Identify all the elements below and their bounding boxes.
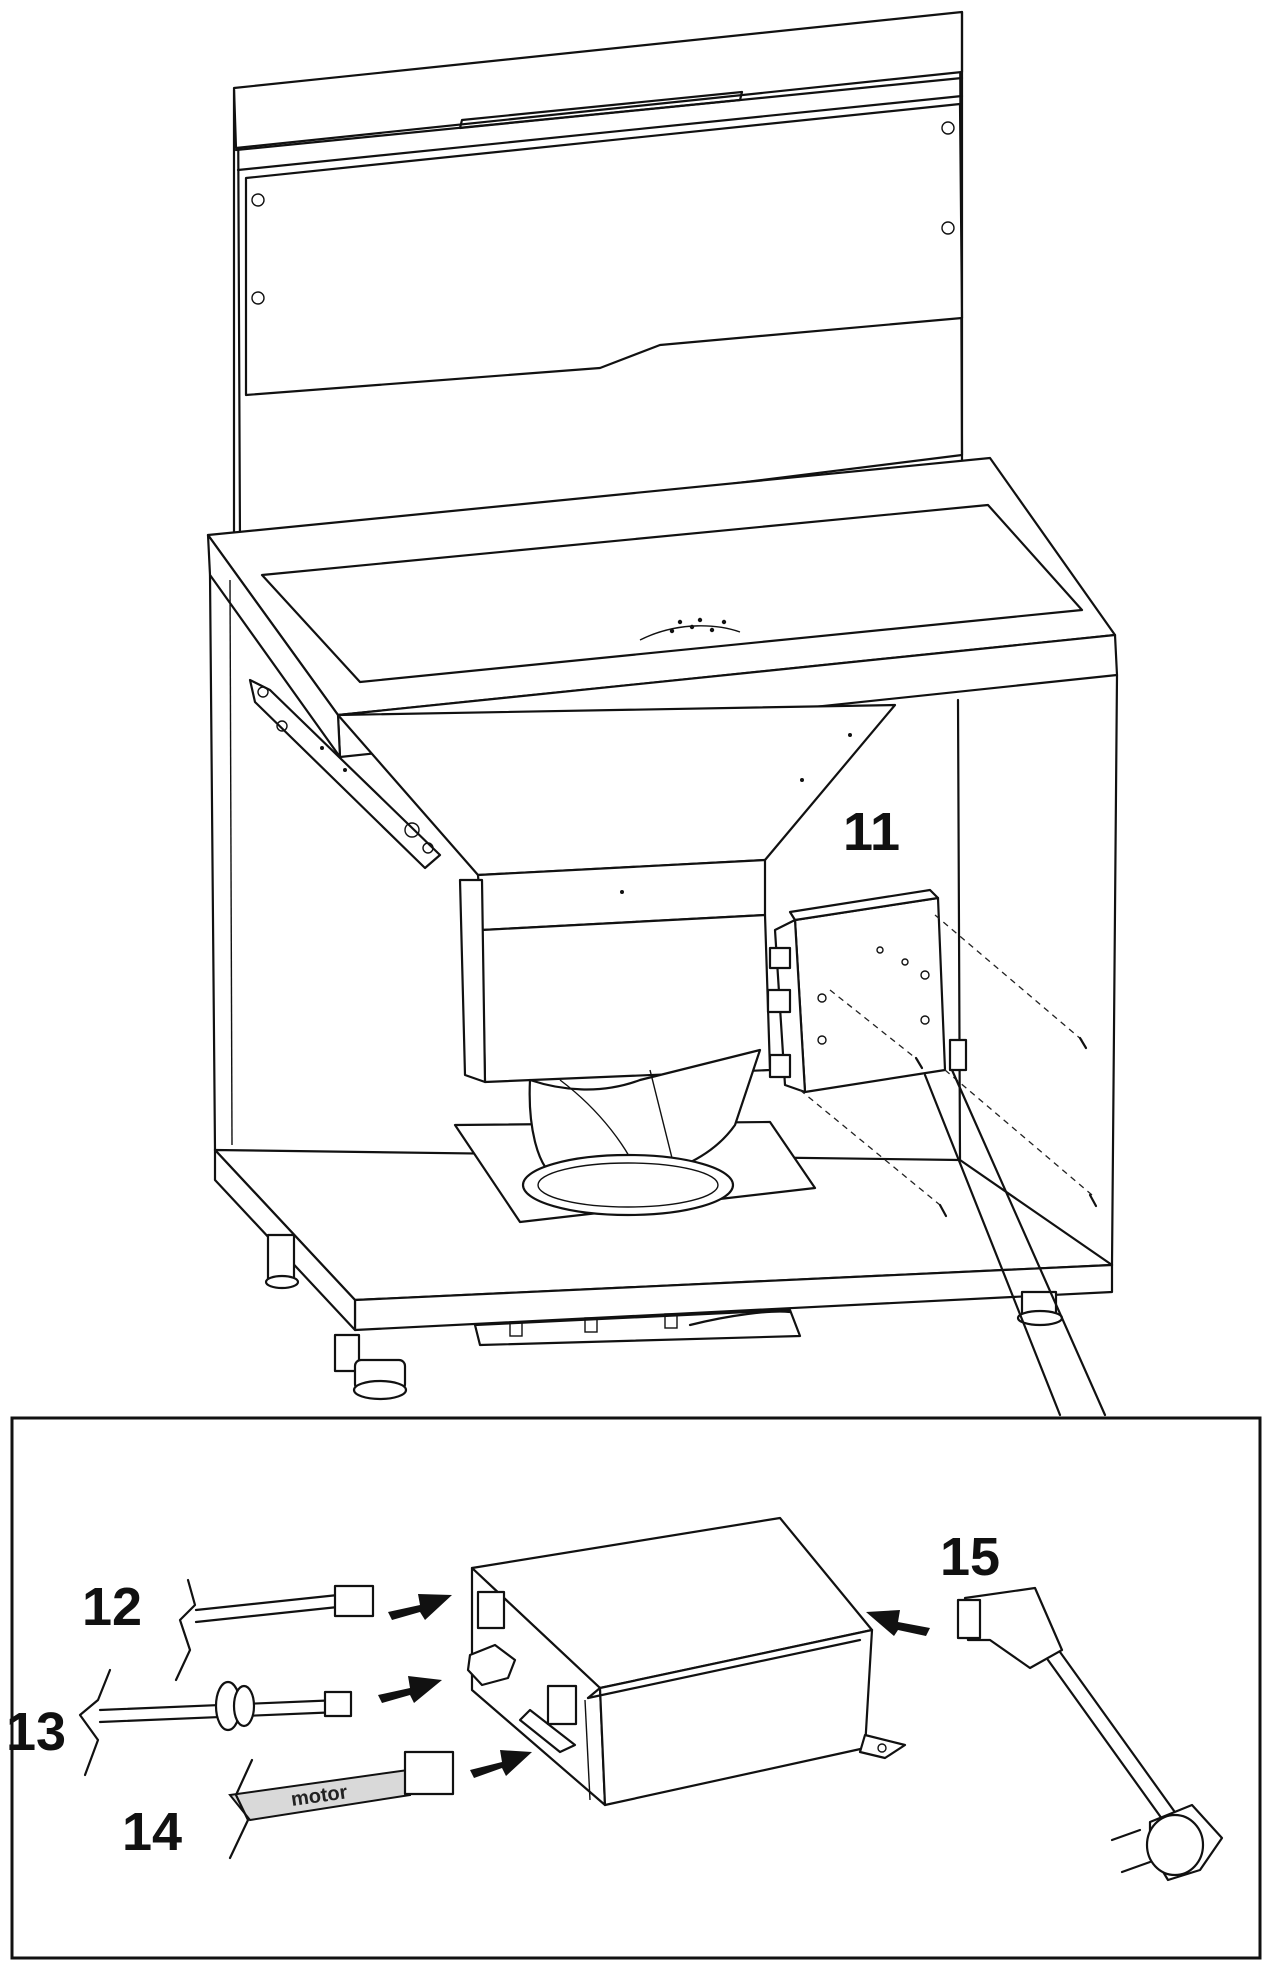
arrow-15 xyxy=(866,1610,930,1636)
downdraft-hood-unit: 11 xyxy=(206,10,1119,1417)
callout-13: 13 xyxy=(6,1702,66,1762)
callout-12: 12 xyxy=(82,1577,142,1637)
callout-11: 11 xyxy=(843,802,900,862)
callout-15: 15 xyxy=(940,1527,1000,1587)
rising-panel xyxy=(232,10,964,550)
control-box-enlarged xyxy=(466,1516,907,1807)
side-rail xyxy=(248,678,442,870)
zoom-line-right xyxy=(950,1068,1107,1417)
arrow-13 xyxy=(378,1676,442,1703)
arrow-12 xyxy=(388,1594,452,1620)
arrow-14 xyxy=(470,1750,532,1778)
power-cord-15 xyxy=(866,1586,1224,1882)
callout-14: 14 xyxy=(122,1802,182,1862)
wiring-inset: motor 12 13 14 15 xyxy=(6,1416,1262,1960)
zoom-line-left xyxy=(923,1073,1062,1417)
cable-12 xyxy=(174,1578,452,1682)
cable-14-motor: motor xyxy=(228,1750,532,1860)
air-duct xyxy=(336,703,897,1217)
control-box-mounted xyxy=(766,888,1098,1218)
cable-13 xyxy=(78,1668,442,1777)
